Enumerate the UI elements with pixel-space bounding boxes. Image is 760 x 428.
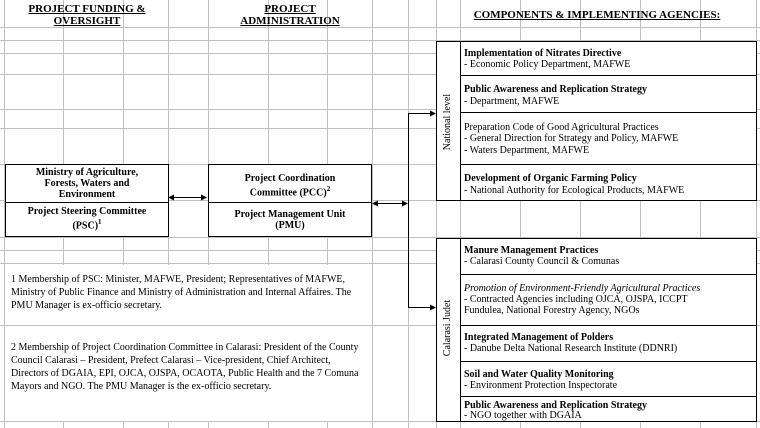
judet-divider-1 <box>461 274 756 275</box>
pmu-label: Project Management Unit (PMU) <box>234 209 346 231</box>
components-header: COMPONENTS & IMPLEMENTING AGENCIES: <box>473 9 721 21</box>
national-level-label: National level <box>442 93 453 151</box>
ministry-box: Ministry of Agriculture, Forests, Waters… <box>5 164 169 237</box>
national-item-awareness: Public Awareness and Replication Strateg… <box>464 84 647 107</box>
judet-item-monitoring: Soil and Water Quality Monitoring - Envi… <box>464 369 618 391</box>
admin-divider <box>209 202 371 203</box>
national-item-code: Preparation Code of Good Agricultural Pr… <box>464 122 679 156</box>
judet-item-manure-agency: - Calarasi County Council & Comunas <box>464 256 620 267</box>
ministry-name: Ministry of Agriculture, Forests, Waters… <box>35 167 139 200</box>
funding-header: PROJECT FUNDING & OVERSIGHT <box>28 3 146 27</box>
judet-bar <box>436 238 461 422</box>
judet-divider-3 <box>461 361 756 362</box>
judet-item-manure: Manure Management Practices - Calarasi C… <box>464 245 620 267</box>
national-items-box: Implementation of Nitrates Directive - E… <box>460 41 757 201</box>
judet-divider-4 <box>461 396 756 397</box>
note-pcc-membership: 2 Membership of Project Coordination Com… <box>11 342 359 392</box>
national-divider-1 <box>461 75 756 76</box>
judet-divider-2 <box>461 325 756 326</box>
national-item-organic: Development of Organic Farming Policy - … <box>464 173 685 196</box>
national-item-nitrates: Implementation of Nitrates Directive - E… <box>464 48 631 70</box>
admin-box: Project Coordination Committee (PCC)2 Pr… <box>208 164 372 237</box>
psc-label: Project Steering Committee (PSC)1 <box>27 206 147 232</box>
judet-item-promotion: Promotion of Environment-Friendly Agricu… <box>464 283 701 316</box>
judet-label: Calarasi Judet <box>442 299 453 357</box>
judet-item-polders: Integrated Management of Polders - Danub… <box>464 332 678 354</box>
admin-header: PROJECT ADMINISTRATION <box>240 3 340 27</box>
judet-item-awareness: Public Awareness and Replication Strateg… <box>464 400 647 421</box>
national-divider-2 <box>461 112 756 113</box>
ministry-divider <box>6 202 168 203</box>
note-psc-membership: 1 Membership of PSC: Minister, MAFWE, Pr… <box>11 274 352 311</box>
judet-items-box: Manure Management Practices - Calarasi C… <box>460 238 757 422</box>
national-divider-3 <box>461 164 756 165</box>
pcc-label: Project Coordination Committee (PCC)2 <box>244 173 336 199</box>
